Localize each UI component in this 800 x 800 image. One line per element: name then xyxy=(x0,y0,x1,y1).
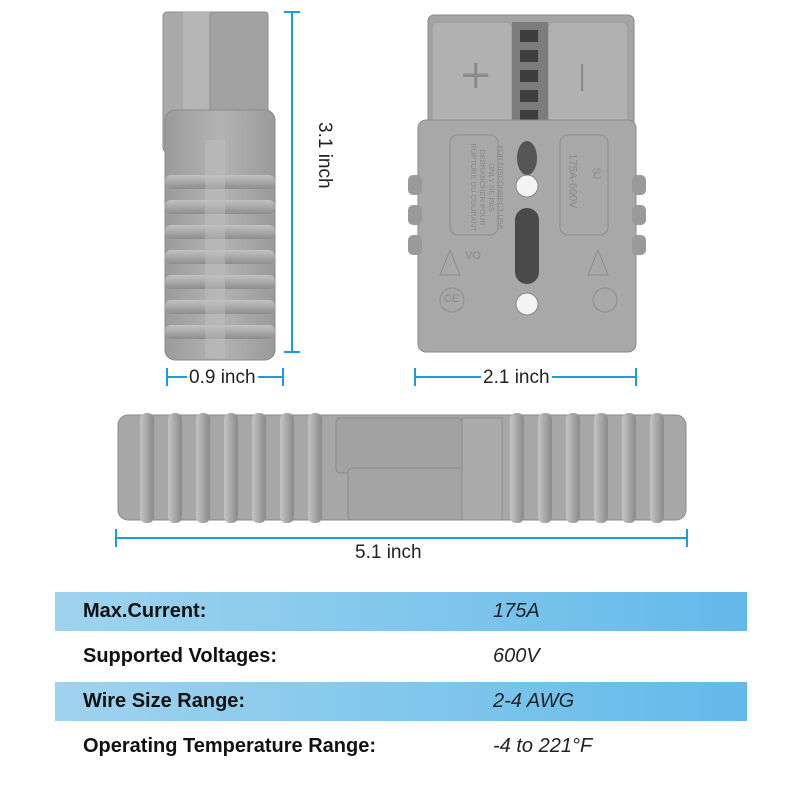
spec-row-wire-size: Wire Size Range: 2-4 AWG xyxy=(55,682,747,721)
width-front-dimension-label: 2.1 inch xyxy=(481,367,552,389)
brand-marking: SJ xyxy=(590,167,602,180)
minus-symbol: — xyxy=(565,62,601,93)
right-ribs xyxy=(510,413,664,523)
ce-logo-ring xyxy=(439,287,465,313)
contact-slots xyxy=(520,30,538,122)
spec-row-temperature: Operating Temperature Range: -4 to 221°F xyxy=(55,727,747,766)
width-side-dimension-label: 0.9 inch xyxy=(187,367,258,389)
height-dimension-label: 3.1 inch xyxy=(314,122,335,189)
spec-row-max-current: Max.Current: 175A xyxy=(55,592,747,631)
cert-logo-ring xyxy=(592,287,618,313)
spec-label: Operating Temperature Range: xyxy=(83,735,377,757)
spec-value: 600V xyxy=(493,645,540,667)
spec-row-voltage: Supported Voltages: 600V xyxy=(55,637,747,676)
length-dimension-label: 5.1 inch xyxy=(355,542,422,563)
spec-value: 175A xyxy=(493,600,540,622)
warning-marking: FOR DISCONNECT USE ONLY NE PAS DEBRANCHE… xyxy=(469,143,505,232)
spec-table: Max.Current: 175A Supported Voltages: 60… xyxy=(55,592,747,772)
left-ribs xyxy=(140,413,322,523)
front-view-connector xyxy=(408,14,646,353)
ce-logo: CE xyxy=(444,293,460,305)
top-view-connector xyxy=(117,413,687,523)
vo-logo: VO xyxy=(465,250,481,262)
spec-value: -4 to 221°F xyxy=(493,735,593,757)
length-dimension-line xyxy=(115,529,688,547)
spec-label: Wire Size Range: xyxy=(83,690,246,712)
rating-marking: 175A-600V xyxy=(566,153,579,209)
spec-label: Max.Current: xyxy=(83,600,207,622)
plus-symbol: + xyxy=(459,52,493,98)
spec-label: Supported Voltages: xyxy=(83,645,278,667)
spec-value: 2-4 AWG xyxy=(493,690,575,712)
height-dimension-line xyxy=(284,11,300,353)
side-view-connector xyxy=(162,11,276,361)
